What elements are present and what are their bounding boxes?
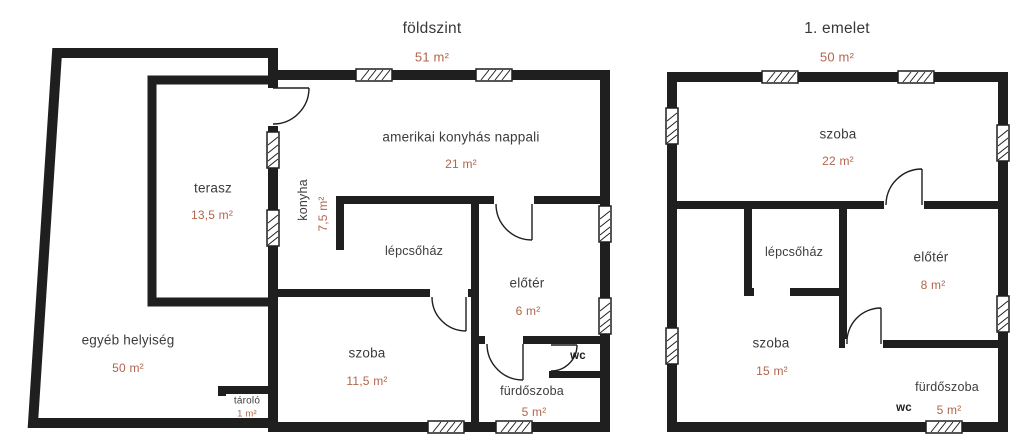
room-label-lepcsohaz: lépcsőház: [384, 244, 444, 258]
door-arc-icon: [272, 87, 310, 125]
room-area-egyeb-helyiseg: 50 m²: [112, 361, 144, 375]
room-label-tarolo: tároló: [233, 395, 261, 407]
window-icon: [665, 107, 679, 145]
room-area-nappali: 21 m²: [445, 157, 477, 171]
room-label-nappali: amerikai konyhás nappali: [382, 129, 540, 145]
room-label-szoba: szoba: [348, 345, 386, 361]
window-icon: [598, 297, 612, 335]
room-area-furdoszoba: 5 m²: [521, 405, 547, 419]
room-label-szoba-also: szoba: [752, 335, 790, 351]
room-area-terasz: 13,5 m²: [190, 208, 234, 222]
wall-segment: [268, 48, 278, 80]
room-area-konyha: 7,5 m²: [316, 196, 330, 232]
first-floor-title: 1. emelet: [804, 20, 870, 37]
terasz-walls: [147, 75, 273, 307]
ground-floor-title: földszint: [402, 20, 462, 37]
room-label-lepcsohaz-emelet: lépcsőház: [764, 245, 824, 259]
wall-eloter-west: [471, 196, 479, 427]
window-icon: [355, 68, 393, 82]
door-arc-icon: [885, 168, 923, 206]
wall-furdoszoba-north: [839, 340, 1008, 348]
room-area-furdoszoba-emelet: 5 m²: [936, 403, 962, 417]
door-arc-icon: [495, 203, 533, 241]
door-opening: [217, 396, 227, 418]
wall-eloter-west: [839, 201, 847, 348]
room-label-furdoszoba-emelet: fürdőszoba: [915, 380, 979, 394]
first-floor-total-area: 50 m²: [819, 49, 855, 65]
door-arc-icon: [431, 296, 467, 332]
window-icon: [897, 70, 935, 84]
wall-lepcsohaz-south: [744, 288, 847, 296]
door-arc-icon: [550, 344, 578, 372]
window-icon: [266, 131, 280, 169]
door-opening: [884, 200, 924, 210]
first-floor-outer-wall: [667, 72, 1008, 432]
wall-konyha-east: [336, 196, 344, 250]
ground-floor-total-area: 51 m²: [414, 49, 450, 65]
door-opening: [494, 195, 534, 205]
wall-lepcsohaz-west: [744, 201, 752, 296]
room-label-eloter: előtér: [509, 275, 545, 291]
room-area-tarolo: 1 m²: [237, 408, 257, 420]
room-area-szoba: 11,5 m²: [346, 374, 388, 388]
window-icon: [996, 124, 1010, 162]
wall-wc-south: [549, 371, 610, 378]
room-label-wc-emelet: wc: [896, 402, 912, 414]
window-icon: [665, 327, 679, 365]
ground-floor-plan: [27, 48, 612, 434]
window-icon: [427, 420, 465, 434]
first-floor-plan: [665, 70, 1010, 434]
window-icon: [925, 420, 963, 434]
room-label-konyha: konyha: [296, 179, 310, 221]
room-area-eloter-emelet: 8 m²: [920, 278, 946, 292]
door-opening: [845, 339, 883, 349]
window-icon: [598, 205, 612, 243]
room-label-furdoszoba: fürdőszoba: [500, 384, 564, 398]
window-icon: [266, 209, 280, 247]
room-label-egyeb-helyiseg: egyéb helyiség: [81, 332, 175, 348]
room-area-szoba-also: 15 m²: [756, 364, 788, 378]
room-label-terasz: terasz: [194, 180, 232, 196]
door-arc-icon: [846, 307, 882, 345]
door-opening: [754, 287, 790, 297]
door-arc-icon: [486, 343, 524, 381]
window-icon: [996, 295, 1010, 333]
wall-szoba22-south: [667, 201, 1008, 209]
room-label-eloter-emelet: előtér: [913, 249, 949, 265]
window-icon: [475, 68, 513, 82]
room-label-wc: wc: [570, 350, 586, 362]
door-opening: [485, 335, 523, 345]
window-icon: [495, 420, 533, 434]
room-label-szoba-felso: szoba: [819, 126, 857, 142]
door-opening: [267, 88, 279, 126]
wall-szoba-north: [268, 289, 479, 297]
wall-furdoszoba-north: [471, 336, 610, 344]
door-opening: [430, 288, 468, 298]
window-icon: [761, 70, 799, 84]
room-area-szoba-felso: 22 m²: [822, 154, 854, 168]
room-area-eloter: 6 m²: [515, 304, 541, 318]
